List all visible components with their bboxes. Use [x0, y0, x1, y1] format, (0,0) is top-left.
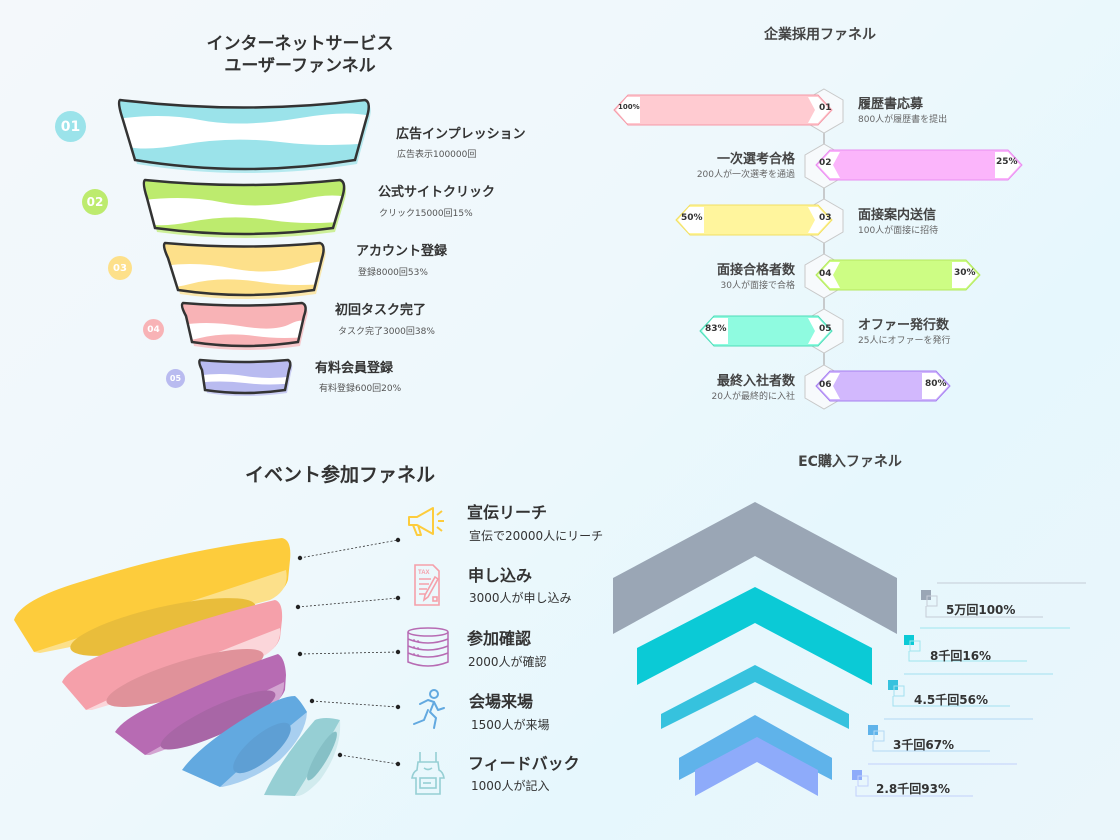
callout-4: [868, 718, 1033, 752]
hiring-bar-4: [815, 259, 981, 291]
title-line-1: インターネットサービス: [206, 34, 394, 54]
chevron-funnel-graphic: [613, 502, 1086, 797]
stage-detail-2: クリック15000回15%: [379, 209, 473, 219]
ec-label-2: 8千回16%: [930, 649, 992, 663]
hiring-label-4: 面接合格者数: [716, 263, 795, 278]
hiring-bar-1: [613, 94, 833, 126]
callout-1: [921, 582, 1086, 618]
hiring-detail-1: 800人が履歴書を提出: [858, 115, 948, 125]
hiring-bar-2: [815, 149, 1023, 181]
hiring-num-2: 02: [819, 158, 832, 168]
event-detail-4: 1500人が来場: [471, 718, 550, 732]
hiring-label-6: 最終入社者数: [716, 374, 795, 389]
event-label-5: フィードバック: [468, 754, 580, 773]
hiring-detail-5: 25人にオファーを発行: [858, 336, 951, 346]
event-ring-4: [182, 696, 307, 787]
ec-label-5: 2.8千回93%: [876, 782, 950, 796]
chevron-1: [613, 502, 897, 634]
stage-badge-01: 01: [55, 111, 86, 142]
disc-funnel-graphic: [14, 537, 401, 796]
hiring-percent-1: 100%: [618, 103, 640, 111]
event-label-3: 参加確認: [467, 629, 532, 648]
event-detail-1: 宣伝で20000人にリーチ: [469, 529, 604, 543]
hiring-percent-2: 25%: [996, 157, 1018, 167]
svg-text:TAX: TAX: [418, 570, 430, 576]
event-detail-2: 3000人が申し込み: [469, 591, 572, 605]
ec-label-1: 5万回100%: [946, 603, 1016, 617]
hiring-label-5: オファー発行数: [858, 318, 950, 333]
event-label-1: 宣伝リーチ: [467, 503, 548, 522]
tax-form-icon: TAX: [414, 564, 440, 606]
event-funnel-title: イベント参加ファネル: [245, 464, 436, 486]
running-person-icon: [413, 689, 445, 729]
apron-icon: [411, 752, 445, 795]
internet-funnel-title: インターネットサービス ユーザーファンネル: [180, 33, 420, 77]
callout-5: [852, 763, 1017, 797]
chevron-4: [679, 715, 832, 780]
chevron-3: [661, 665, 849, 729]
funnel-cup-4: [180, 301, 308, 350]
hiring-num-3: 03: [819, 213, 832, 223]
event-label-4: 会場来場: [469, 692, 534, 711]
ec-funnel-title: EC購入ファネル: [798, 454, 902, 470]
stage-label-4: 初回タスク完了: [335, 303, 427, 318]
hiring-detail-3: 100人が面接に招待: [858, 226, 939, 236]
chevron-5: [695, 737, 818, 796]
hiring-percent-6: 80%: [925, 379, 947, 389]
stage-badge-05: 05: [166, 369, 185, 388]
hiring-bar-3: [675, 204, 833, 236]
stage-detail-1: 広告表示100000回: [397, 150, 477, 160]
hiring-detail-6: 20人が最終的に入社: [711, 392, 795, 402]
stage-detail-5: 有料登録600回20%: [319, 384, 402, 394]
megaphone-icon: [408, 507, 444, 536]
hiring-num-1: 01: [819, 103, 832, 113]
event-ring-1: [14, 538, 291, 656]
hiring-bar-5: [699, 315, 833, 347]
funnel-cup-1: [117, 98, 371, 173]
hiring-num-6: 06: [819, 380, 832, 390]
stage-label-3: アカウント登録: [356, 244, 448, 259]
hiring-label-2: 一次選考合格: [716, 152, 795, 167]
hiring-percent-4: 30%: [954, 268, 976, 278]
hiring-num-5: 05: [819, 324, 832, 334]
title-line-2: ユーザーファンネル: [224, 56, 376, 76]
funnel-cup-3: [162, 241, 326, 299]
chevron-2: [637, 587, 872, 685]
stage-label-1: 広告インプレッション: [396, 127, 526, 142]
hiring-percent-5: 83%: [705, 324, 727, 334]
event-ring-2: [62, 600, 283, 710]
hiring-label-3: 面接案内送信: [858, 208, 937, 223]
event-label-2: 申し込み: [468, 566, 533, 585]
callout-3: [888, 673, 1053, 707]
callout-2: [904, 627, 1070, 662]
stage-badge-04: 04: [143, 319, 164, 340]
stage-detail-4: タスク完了3000回38%: [338, 327, 435, 337]
hiring-num-4: 04: [819, 269, 832, 279]
hiring-bar-6: [815, 370, 951, 402]
event-detail-5: 1000人が記入: [471, 779, 550, 793]
ec-label-3: 4.5千回56%: [914, 693, 988, 707]
hiring-funnel-title: 企業採用ファネル: [764, 27, 876, 43]
funnel-cup-5: [198, 358, 293, 396]
hiring-label-1: 履歴書応募: [858, 97, 924, 112]
cup-funnel-graphic: [117, 98, 371, 396]
hiring-detail-4: 30人が面接で合格: [720, 281, 795, 291]
event-ring-5: [264, 718, 341, 796]
event-detail-3: 2000人が確認: [468, 655, 547, 669]
stage-label-2: 公式サイトクリック: [378, 185, 496, 200]
hiring-detail-2: 200人が一次選考を通過: [696, 170, 795, 180]
stage-detail-3: 登録8000回53%: [358, 268, 428, 278]
hiring-percent-3: 50%: [681, 213, 703, 223]
funnel-cup-2: [142, 178, 347, 238]
ec-label-4: 3千回67%: [893, 738, 955, 752]
database-icon: [407, 627, 449, 667]
stage-badge-03: 03: [108, 256, 132, 280]
event-ring-3: [115, 654, 286, 755]
hiring-funnel-graphic: [613, 88, 1023, 410]
stage-label-5: 有料会員登録: [315, 361, 394, 376]
stage-badge-02: 02: [82, 189, 108, 215]
